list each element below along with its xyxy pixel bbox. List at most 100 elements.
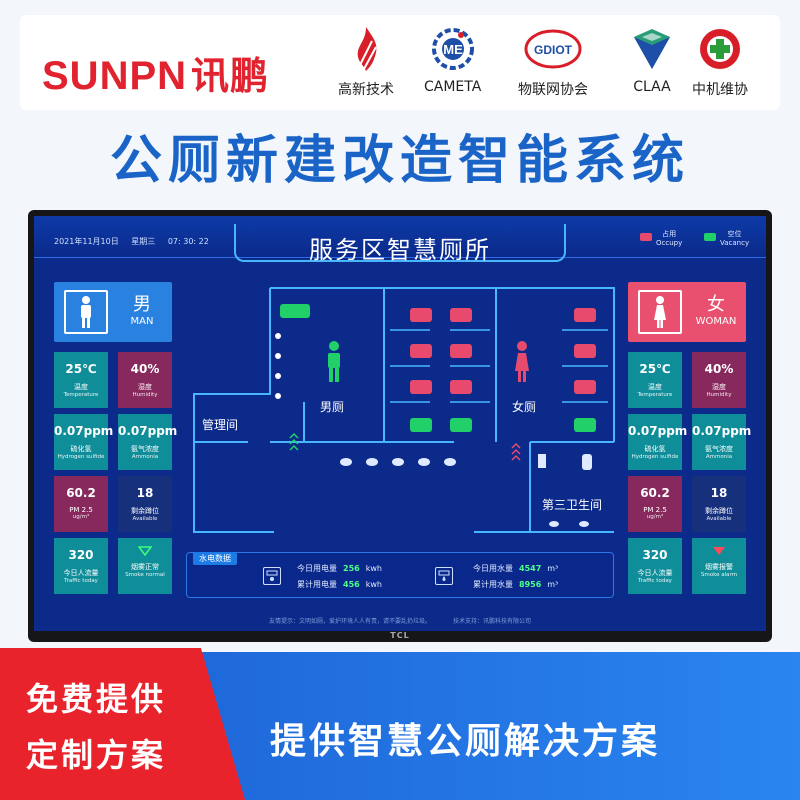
stat-value: 0.07ppm [118,424,178,438]
stat-value: 320 [642,548,668,562]
stat-value: 25℃ [639,362,671,376]
men-room-label: 男厕 [320,400,345,414]
svg-text:GDIOT: GDIOT [534,43,573,57]
util-unit: kwh [365,580,382,589]
stat-label: PM 2.5 [643,506,667,514]
cross-gear-icon [700,29,740,69]
plan-walls [193,287,615,533]
stat-label: 剩余蹲位 [131,507,159,515]
man-icon [64,290,108,334]
cert-label: 中机维协 [692,82,748,98]
util-label: 今日用电量 [297,564,337,573]
util-label: 累计用水量 [473,580,513,589]
util-value: 4547 [519,564,542,573]
utility-tag: 水电数据 [193,552,237,565]
util-unit: m³ [547,580,559,589]
util-unit: kwh [365,564,382,573]
stat-label: 剩余蹲位 [705,507,733,515]
men-card: 男 MAN [54,282,172,342]
women-humidity: 40% 湿度 Humidity [692,352,746,408]
stat-label-en: Hydrogen sulfide [57,454,105,460]
women-temperature: 25℃ 温度 Temperature [628,352,682,408]
occupied-swatch [640,233,652,241]
stat-label: 硫化氢 [70,445,92,453]
stat-label-en: Smoke normal [125,572,165,578]
women-ammonia: 0.07ppm 氨气浓度 Ammonia [692,414,751,470]
third-restroom-label: 第三卫生间 [542,498,603,512]
stat-value: 18 [136,486,154,500]
smoke-detector-icon [138,546,152,556]
smoke-alarm-icon [713,547,725,555]
stat-label-en: Hydrogen sulfide [631,454,679,460]
date-text: 2021年11月10日 [54,237,119,246]
legend-label: 占用 [662,230,677,238]
util-label: 累计用电量 [297,580,337,589]
stat-label: 温度 [648,383,662,391]
support-text: 技术支持：讯鹏科技有限公司 [452,618,531,625]
stall-indicators [280,304,596,432]
women-entry-arrows [511,442,521,461]
stat-label-en: Humidity [706,392,732,398]
men-room-figure [328,341,340,382]
men-humidity: 40% 湿度 Humidity [118,352,172,408]
diamond-emblem-icon [634,29,670,69]
women-h2s: 0.07ppm 硫化氢 Hydrogen sulfide [628,414,688,470]
men-h2s: 0.07ppm 硫化氢 Hydrogen sulfide [54,414,114,470]
stat-label: 今日人流量 [637,569,673,577]
stat-label: 湿度 [138,383,152,391]
men-entry-arrows [289,432,299,451]
cert-claa: CLAA [628,25,676,95]
title-frame [234,224,566,262]
legend-label: Vacancy [720,239,750,247]
water-meter-icon [435,567,453,585]
women-room-label: 女厕 [512,400,537,414]
util-value: 8956 [519,580,542,589]
men-label-en: MAN [130,316,154,327]
vacant-swatch [704,233,716,241]
stat-unit: ug/m³ [646,514,664,520]
stat-value: 0.07ppm [628,424,688,438]
footer-tips: 友情提示：文明如厕，爱护环境人人有责，请不要乱扔垃圾。 技术支持：讯鹏科技有限公… [34,616,766,625]
stall-dividers [390,329,608,403]
stat-label-en: Ammonia [705,454,733,460]
tv-brand: TCL [390,631,410,640]
stat-unit: ug/m³ [72,514,90,520]
weekday-text: 星期三 [131,237,156,246]
water-total-row: 累计用水量 8956 m³ [473,579,558,590]
util-value: 456 [343,580,360,589]
cert-label: CAMETA [424,79,482,95]
stat-value: 60.2 [66,486,96,500]
stat-label: 今日人流量 [63,569,99,577]
stat-value: 0.07ppm [54,424,114,438]
elec-total-row: 累计用电量 456 kwh [297,579,382,590]
stat-value: 320 [68,548,94,562]
stat-label: 烟雾报警 [705,563,733,571]
stat-value: 40% [704,362,734,376]
stat-label-en: Temperature [63,392,99,398]
free-custom-plan-badge: 免费提供 定制方案 [0,648,245,800]
men-traffic: 320 今日人流量 Traffic today [54,538,108,594]
women-pm25: 60.2 PM 2.5 ug/m³ [628,476,682,532]
mgmt-room-label: 管理间 [202,418,239,432]
woman-icon [638,290,682,334]
stat-label-en: Available [132,516,158,522]
stat-value: 18 [710,486,728,500]
stat-label-en: Smoke alarm [700,572,738,578]
datetime: 2021年11月10日 星期三 07: 30: 22 [54,236,219,247]
gdiot-badge-icon: GDIOT [524,29,582,69]
cert-label: CLAA [633,79,671,95]
gear-emblem-icon: ME [431,28,474,70]
men-temperature: 25℃ 温度 Temperature [54,352,108,408]
electric-meter-icon [263,567,281,585]
women-label-en: WOMAN [695,316,737,327]
svg-text:ME: ME [443,42,463,57]
cert-iot-association: GDIOT 物联网协会 [518,25,588,99]
men-ammonia: 0.07ppm 氨气浓度 Ammonia [118,414,178,470]
flame-emblem-icon [357,27,377,71]
time-text: 07: 30: 22 [167,237,209,246]
